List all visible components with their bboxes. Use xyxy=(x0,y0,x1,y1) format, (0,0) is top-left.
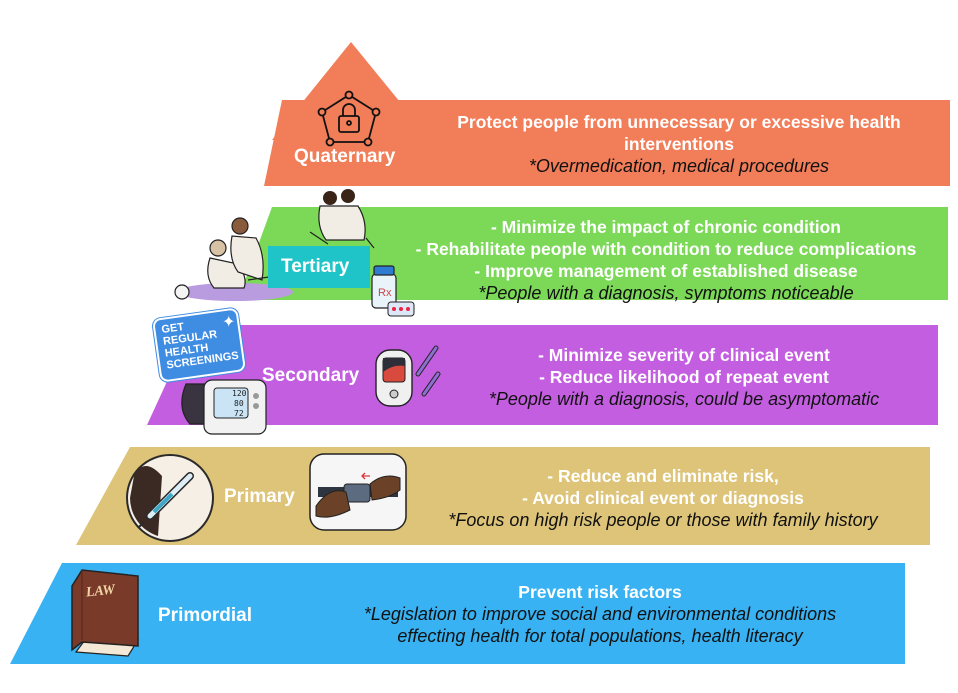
secondary-description: - Minimize severity of clinical event - … xyxy=(434,336,934,418)
primary-note: *Focus on high risk people or those with… xyxy=(448,510,878,530)
blood-pressure-monitor-icon xyxy=(181,379,267,435)
primary-line-1: - Reduce and eliminate risk, xyxy=(547,466,779,486)
primordial-description: Prevent risk factors *Legislation to imp… xyxy=(300,572,900,656)
medicine-bottle-icon: Rx xyxy=(371,265,415,317)
primordial-note-1: *Legislation to improve social and envir… xyxy=(363,604,837,624)
tertiary-label-box xyxy=(268,246,370,288)
rehabilitation-people-icon xyxy=(174,189,375,301)
bp-reading-sys: 120 xyxy=(232,389,247,398)
quaternary-note: *Overmedication, medical procedures xyxy=(528,156,830,176)
primordial-line-1: Prevent risk factors xyxy=(518,582,682,602)
tertiary-note: *People with a diagnosis, symptoms notic… xyxy=(478,283,854,303)
secondary-line-2: - Reduce likelihood of repeat event xyxy=(539,367,829,387)
tertiary-line-3: - Improve management of established dise… xyxy=(474,261,858,281)
primary-band xyxy=(76,447,930,545)
bp-reading-dia: 80 xyxy=(234,399,244,408)
quaternary-line-2: interventions xyxy=(624,134,734,154)
primary-label: Primary xyxy=(224,486,295,507)
glucose-meter-icon xyxy=(375,345,441,407)
law-book-label: LAW xyxy=(85,582,116,601)
tertiary-label: Tertiary xyxy=(281,256,350,277)
secondary-label: Secondary xyxy=(262,365,360,386)
law-book-icon xyxy=(71,569,140,657)
tertiary-description: - Minimize the impact of chronic conditi… xyxy=(388,213,944,307)
lock-network-icon xyxy=(317,90,381,147)
quaternary-label: Quaternary xyxy=(294,146,396,167)
primary-line-2: - Avoid clinical event or diagnosis xyxy=(522,488,804,508)
bp-reading-pulse: 72 xyxy=(234,409,244,418)
tertiary-line-1: - Minimize the impact of chronic conditi… xyxy=(490,217,841,237)
secondary-note: *People with a diagnosis, could be asymp… xyxy=(488,389,880,409)
secondary-line-1: - Minimize severity of clinical event xyxy=(538,345,830,365)
quaternary-line-1: Protect people from unnecessary or exces… xyxy=(457,112,901,132)
primordial-label: Primordial xyxy=(158,605,252,626)
primordial-note-2: effecting health for total populations, … xyxy=(397,626,803,646)
tertiary-line-2: - Rehabilitate people with condition to … xyxy=(415,239,917,259)
svg-text:Rx: Rx xyxy=(378,287,392,299)
primary-description: - Reduce and eliminate risk, - Avoid cli… xyxy=(400,458,926,538)
sparkle-icon: ✦ xyxy=(222,312,236,331)
tertiary-band xyxy=(238,207,948,300)
vaccine-syringe-icon xyxy=(126,454,214,542)
quaternary-description: Protect people from unnecessary or exces… xyxy=(418,108,940,180)
seatbelt-icon xyxy=(309,453,407,531)
secondary-band xyxy=(147,325,938,425)
primordial-band xyxy=(10,563,905,664)
quaternary-band xyxy=(264,100,950,186)
